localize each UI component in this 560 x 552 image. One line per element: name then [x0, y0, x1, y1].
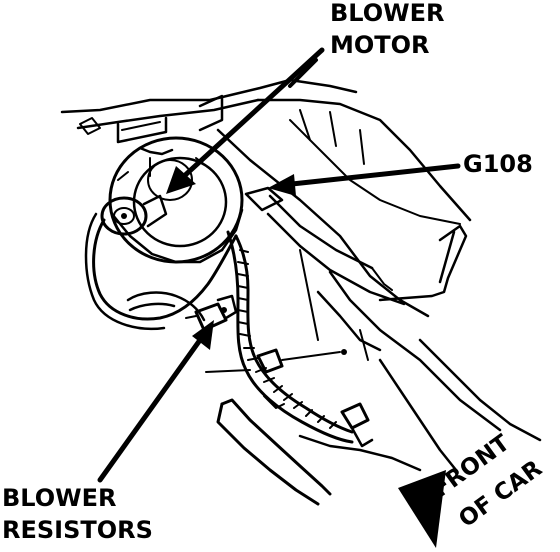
label-blower-motor-line2: MOTOR	[330, 31, 430, 59]
label-blower-resistors-line1: BLOWER	[2, 484, 116, 512]
front-of-car-arrow	[398, 470, 446, 548]
blower-resistors	[185, 294, 238, 332]
blower-motor-housing	[108, 136, 244, 264]
label-g108: G108	[463, 150, 533, 178]
heater-duct	[244, 186, 502, 432]
motor-connector	[100, 194, 168, 236]
label-blower-motor-line1: BLOWER	[330, 0, 444, 27]
leader-g108	[268, 163, 461, 196]
label-blower-resistors-line2: RESISTORS	[2, 516, 153, 544]
dash-structure	[60, 78, 472, 318]
leader-blower-resistors	[97, 320, 214, 483]
lower-connector	[205, 348, 374, 448]
floor-panel	[216, 329, 542, 506]
